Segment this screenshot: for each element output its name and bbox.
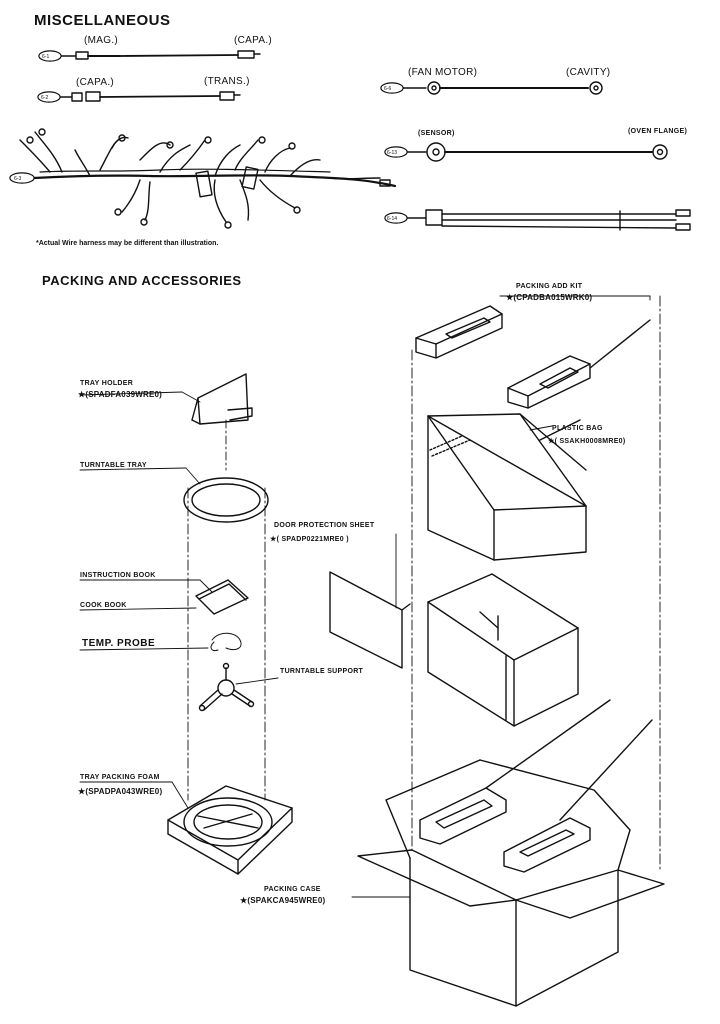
instruction-book-drawing [195,579,249,615]
turntable-tray-label: TURNTABLE TRAY [80,462,147,469]
wire-6-3-harness-drawing [9,128,397,229]
packing-case-label: PACKING CASE [264,886,321,893]
wire-6-2-left-label: (CAPA.) [76,77,115,88]
tray-holder-part-number: ★(SPADFA039WRE0) [78,390,163,399]
door-protection-sheet-label: DOOR PROTECTION SHEET [274,522,375,529]
door-protection-sheet-drawing [329,571,411,669]
tray-holder-label: TRAY HOLDER [80,380,134,387]
wire-6-13-right-label: (OVEN FLANGE) [628,128,688,135]
microwave-oven-drawing [427,573,579,727]
leader-lines [79,391,553,898]
instruction-book-label: INSTRUCTION BOOK [80,572,156,579]
tray-packing-foam-drawing [167,785,293,875]
packing-add-kit-part-number: ★(CPADBA015WRK0) [506,293,593,302]
turntable-support-drawing [198,662,255,712]
wire-6-2-right-label: (TRANS.) [204,76,250,87]
wire-6-1-left-label: (MAG.) [84,35,119,46]
turntable-tray-drawing [183,477,269,523]
wire-6-13-drawing [384,142,668,162]
ref-6-1: 6-1 [42,54,50,60]
wire-6-1-right-label: (CAPA.) [234,35,273,46]
wire-6-13-left-label: (SENSOR) [418,130,455,137]
ref-6-14: 6-14 [387,216,398,222]
wire-6-1-drawing [38,50,261,62]
plastic-bag-drawing [427,413,587,561]
temp-probe-drawing [210,632,242,651]
packing-case-part-number: ★(SPAKCA945WRE0) [240,896,326,905]
wire-harness-note: *Actual Wire harness may be different th… [36,240,219,247]
packing-add-kit-label: PACKING ADD KIT [516,283,583,290]
assembly-guide-lines [187,419,266,801]
wire-6-2-drawing [37,91,241,103]
plastic-bag-part-number: ★( SSAKH0008MRE0) [548,438,626,445]
tray-packing-foam-part-number: ★(SPADPA043WRE0) [78,787,163,796]
ref-6-3: 6-3 [14,176,22,182]
temp-probe-label: TEMP. PROBE [82,638,156,649]
ref-6-13: 6-13 [387,150,398,156]
packing-case-drawing [357,699,665,1007]
wire-6-6-left-label: (FAN MOTOR) [408,67,478,78]
ref-6-6: 6-6 [384,86,392,92]
wire-6-6-right-label: (CAVITY) [566,67,611,78]
tray-holder-drawing [191,373,253,425]
tray-packing-foam-label: TRAY PACKING FOAM [80,774,160,781]
packing-add-kit-bottom-drawing [507,319,651,409]
misc-section-title: MISCELLANEOUS [34,12,171,29]
plastic-bag-label: PLASTIC BAG [552,425,603,432]
packing-add-kit-top-drawing [415,305,503,359]
turntable-support-label: TURNTABLE SUPPORT [280,668,364,675]
wire-6-6-drawing [380,81,603,95]
packing-section-title: PACKING AND ACCESSORIES [42,273,242,288]
ref-6-2: 6-2 [41,95,49,101]
wire-6-14-drawing [384,209,691,231]
reference-callouts [9,50,408,224]
door-protection-sheet-part-number: ★( SPADP0221MRE0 ) [270,536,349,543]
right-guide-lines [411,295,661,871]
cook-book-label: COOK BOOK [80,602,127,609]
